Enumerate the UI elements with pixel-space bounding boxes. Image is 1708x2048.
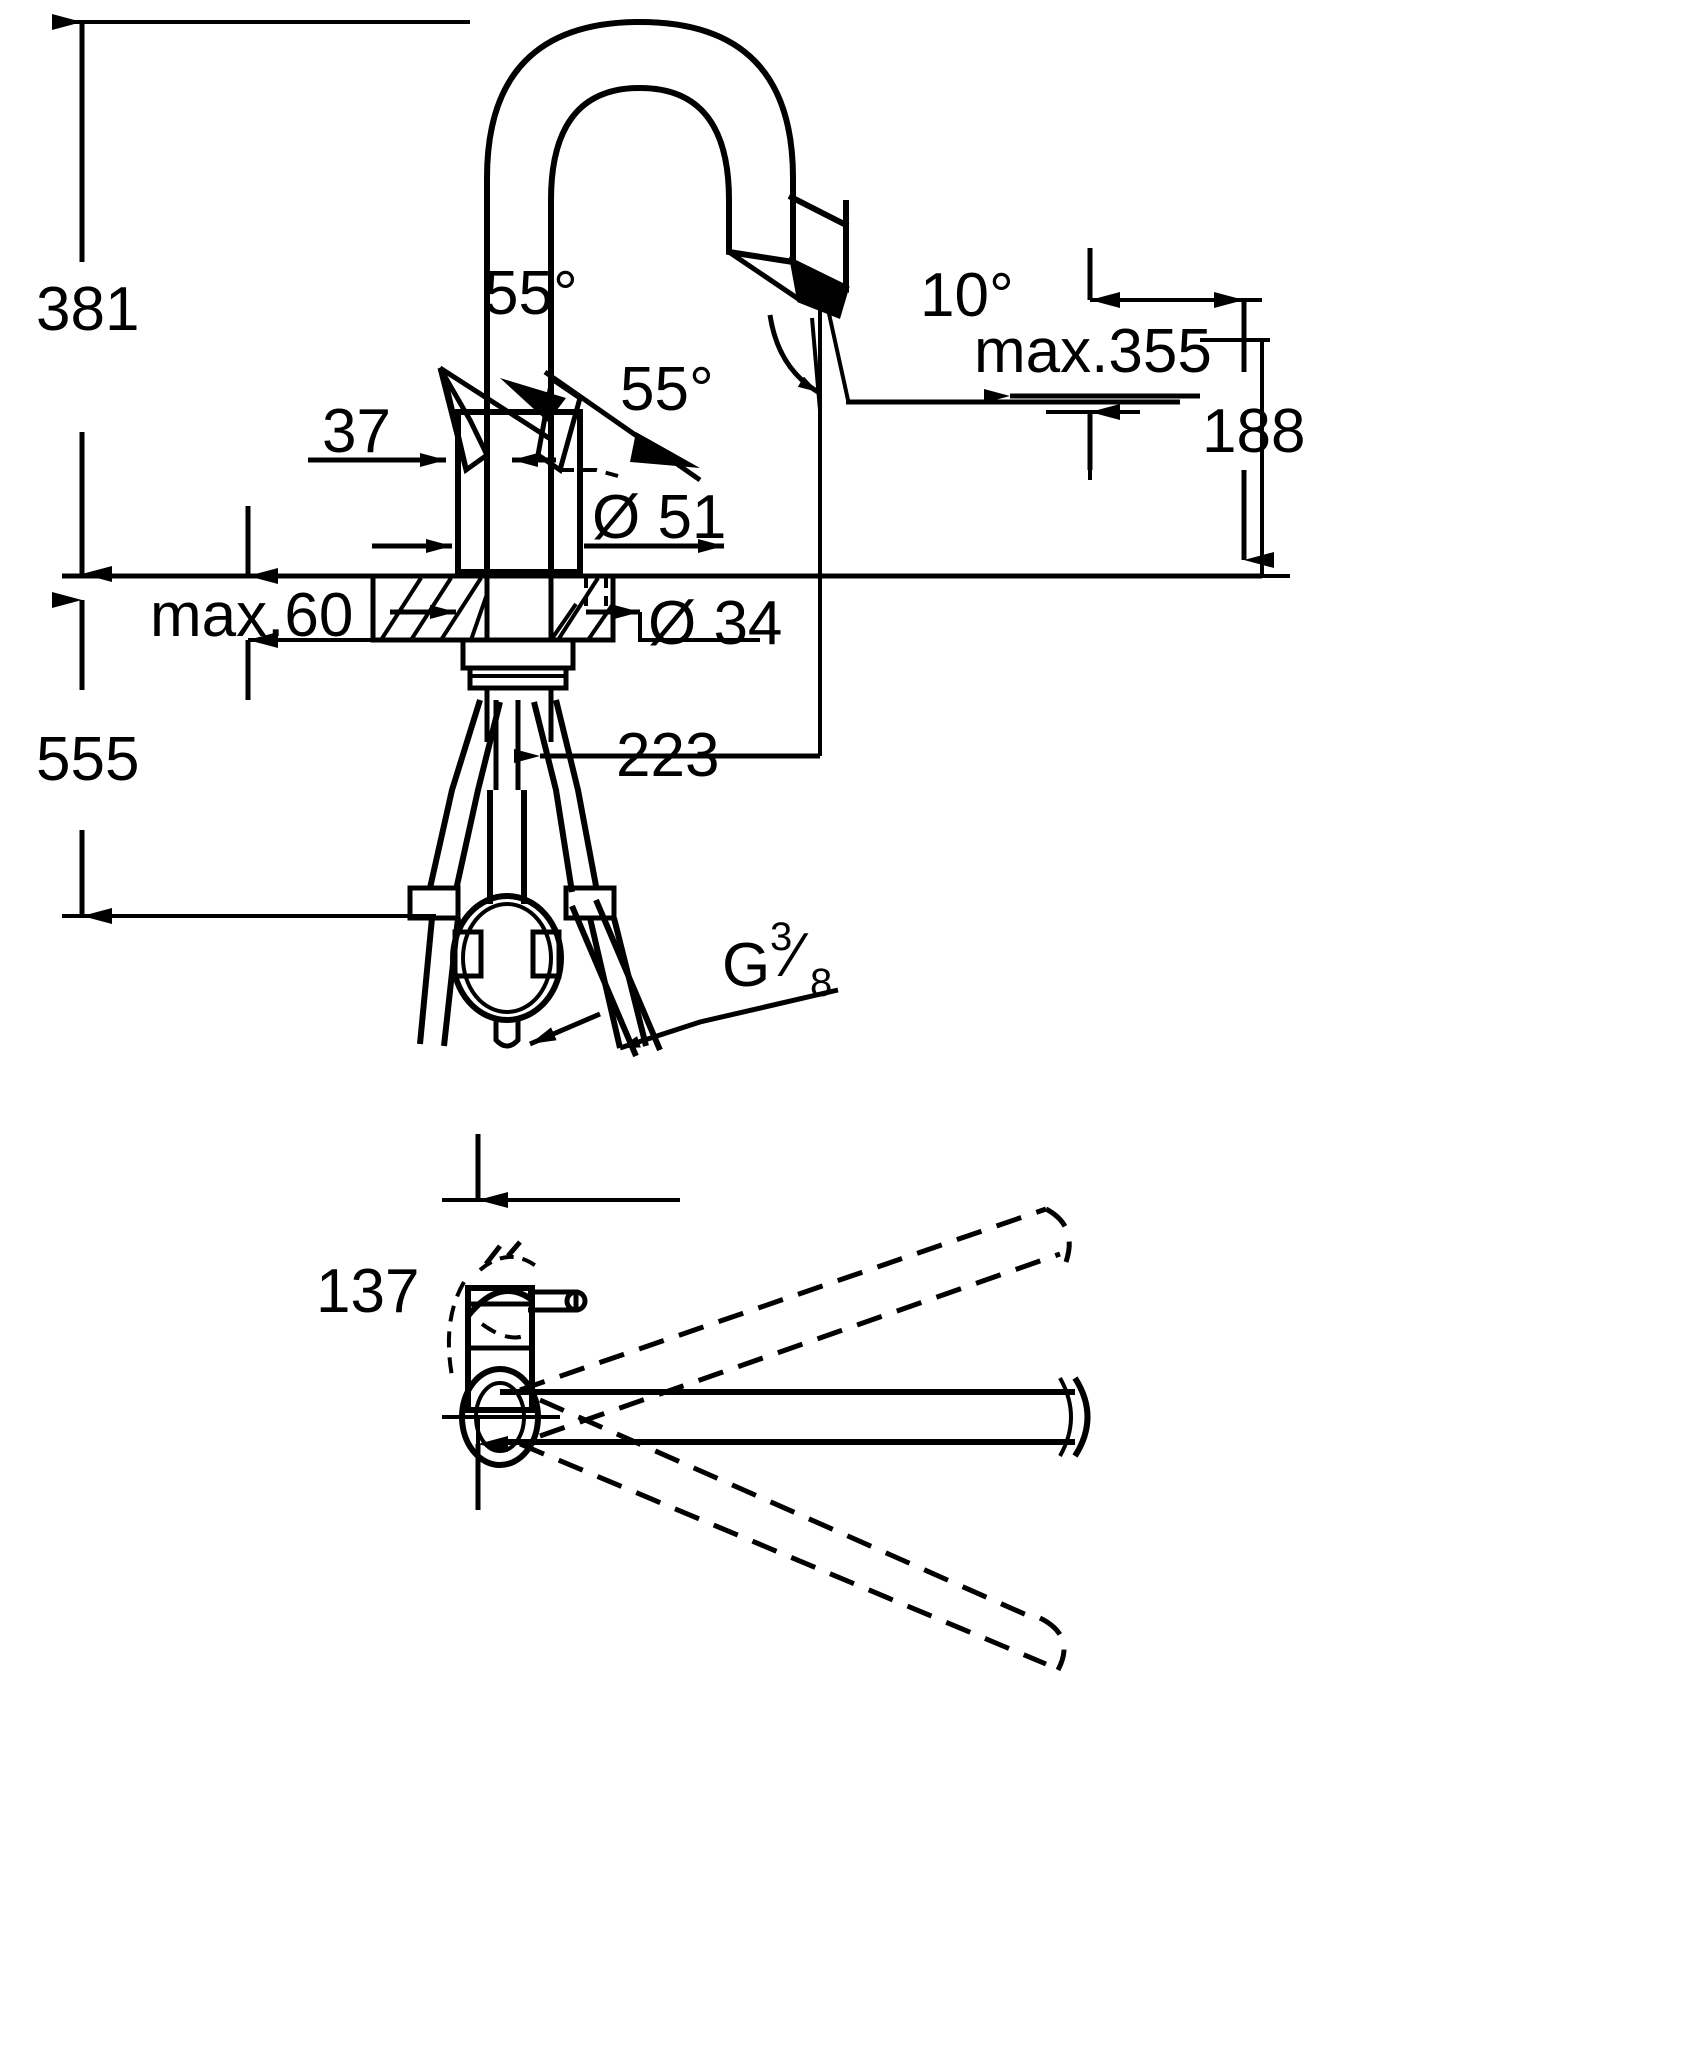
dim-188	[1046, 248, 1290, 578]
label-spout-offset: 37	[322, 397, 391, 466]
dimension-lines-side-view	[52, 14, 1290, 1051]
dim-381	[52, 14, 470, 582]
label-max-reach: max.355	[974, 317, 1212, 386]
label-thread-letter: G	[722, 931, 770, 1000]
connection-hose	[569, 898, 663, 1058]
plan-spout-ghost-lower-end	[1038, 1615, 1067, 1672]
plan-view	[442, 1134, 1091, 1672]
dim-max355	[984, 338, 1270, 576]
label-plan-view-offset: 137	[316, 1257, 419, 1326]
plan-body	[446, 1240, 588, 1413]
label-hose-length: 223	[616, 721, 719, 790]
counter-top-section	[370, 573, 616, 643]
plan-spout-ghost-upper	[519, 1206, 1061, 1439]
lever-swing-indicators	[438, 365, 702, 483]
label-spout-diameter: Ø 51	[592, 483, 726, 552]
label-swivel-angle-left: 55°	[484, 259, 578, 328]
label-thread-denominator: 8	[810, 961, 832, 1005]
spray-head	[726, 178, 850, 319]
plan-spout-ghost-lower	[519, 1397, 1047, 1667]
dim-d51	[372, 539, 724, 612]
mounting-shank	[460, 637, 576, 742]
dim-g38-leader	[529, 987, 839, 1051]
label-swivel-angle-right: 55°	[620, 355, 714, 424]
dim-max60	[245, 506, 373, 700]
dim-223	[514, 300, 822, 763]
dim-137	[442, 1134, 680, 1510]
counterweight	[450, 700, 564, 1049]
dim-555	[52, 592, 436, 924]
dim-37	[308, 412, 556, 482]
plan-spout-ghost-upper-end	[1044, 1206, 1072, 1263]
dimension-text-labels: 381 555 37 55° 55° 10° max.355 188 Ø 51 …	[36, 259, 1305, 1326]
label-spout-height: 188	[1202, 397, 1305, 466]
label-thread-numerator: 3	[770, 915, 792, 959]
label-spray-head-tilt: 10°	[920, 261, 1014, 330]
label-overall-height: 381	[36, 275, 139, 344]
spout-body	[484, 18, 796, 572]
dim-d34	[390, 605, 760, 642]
label-max-counter-thickness: max.60	[150, 581, 353, 650]
label-hole-diameter: Ø 34	[648, 589, 782, 658]
label-below-counter-length: 555	[36, 725, 139, 794]
